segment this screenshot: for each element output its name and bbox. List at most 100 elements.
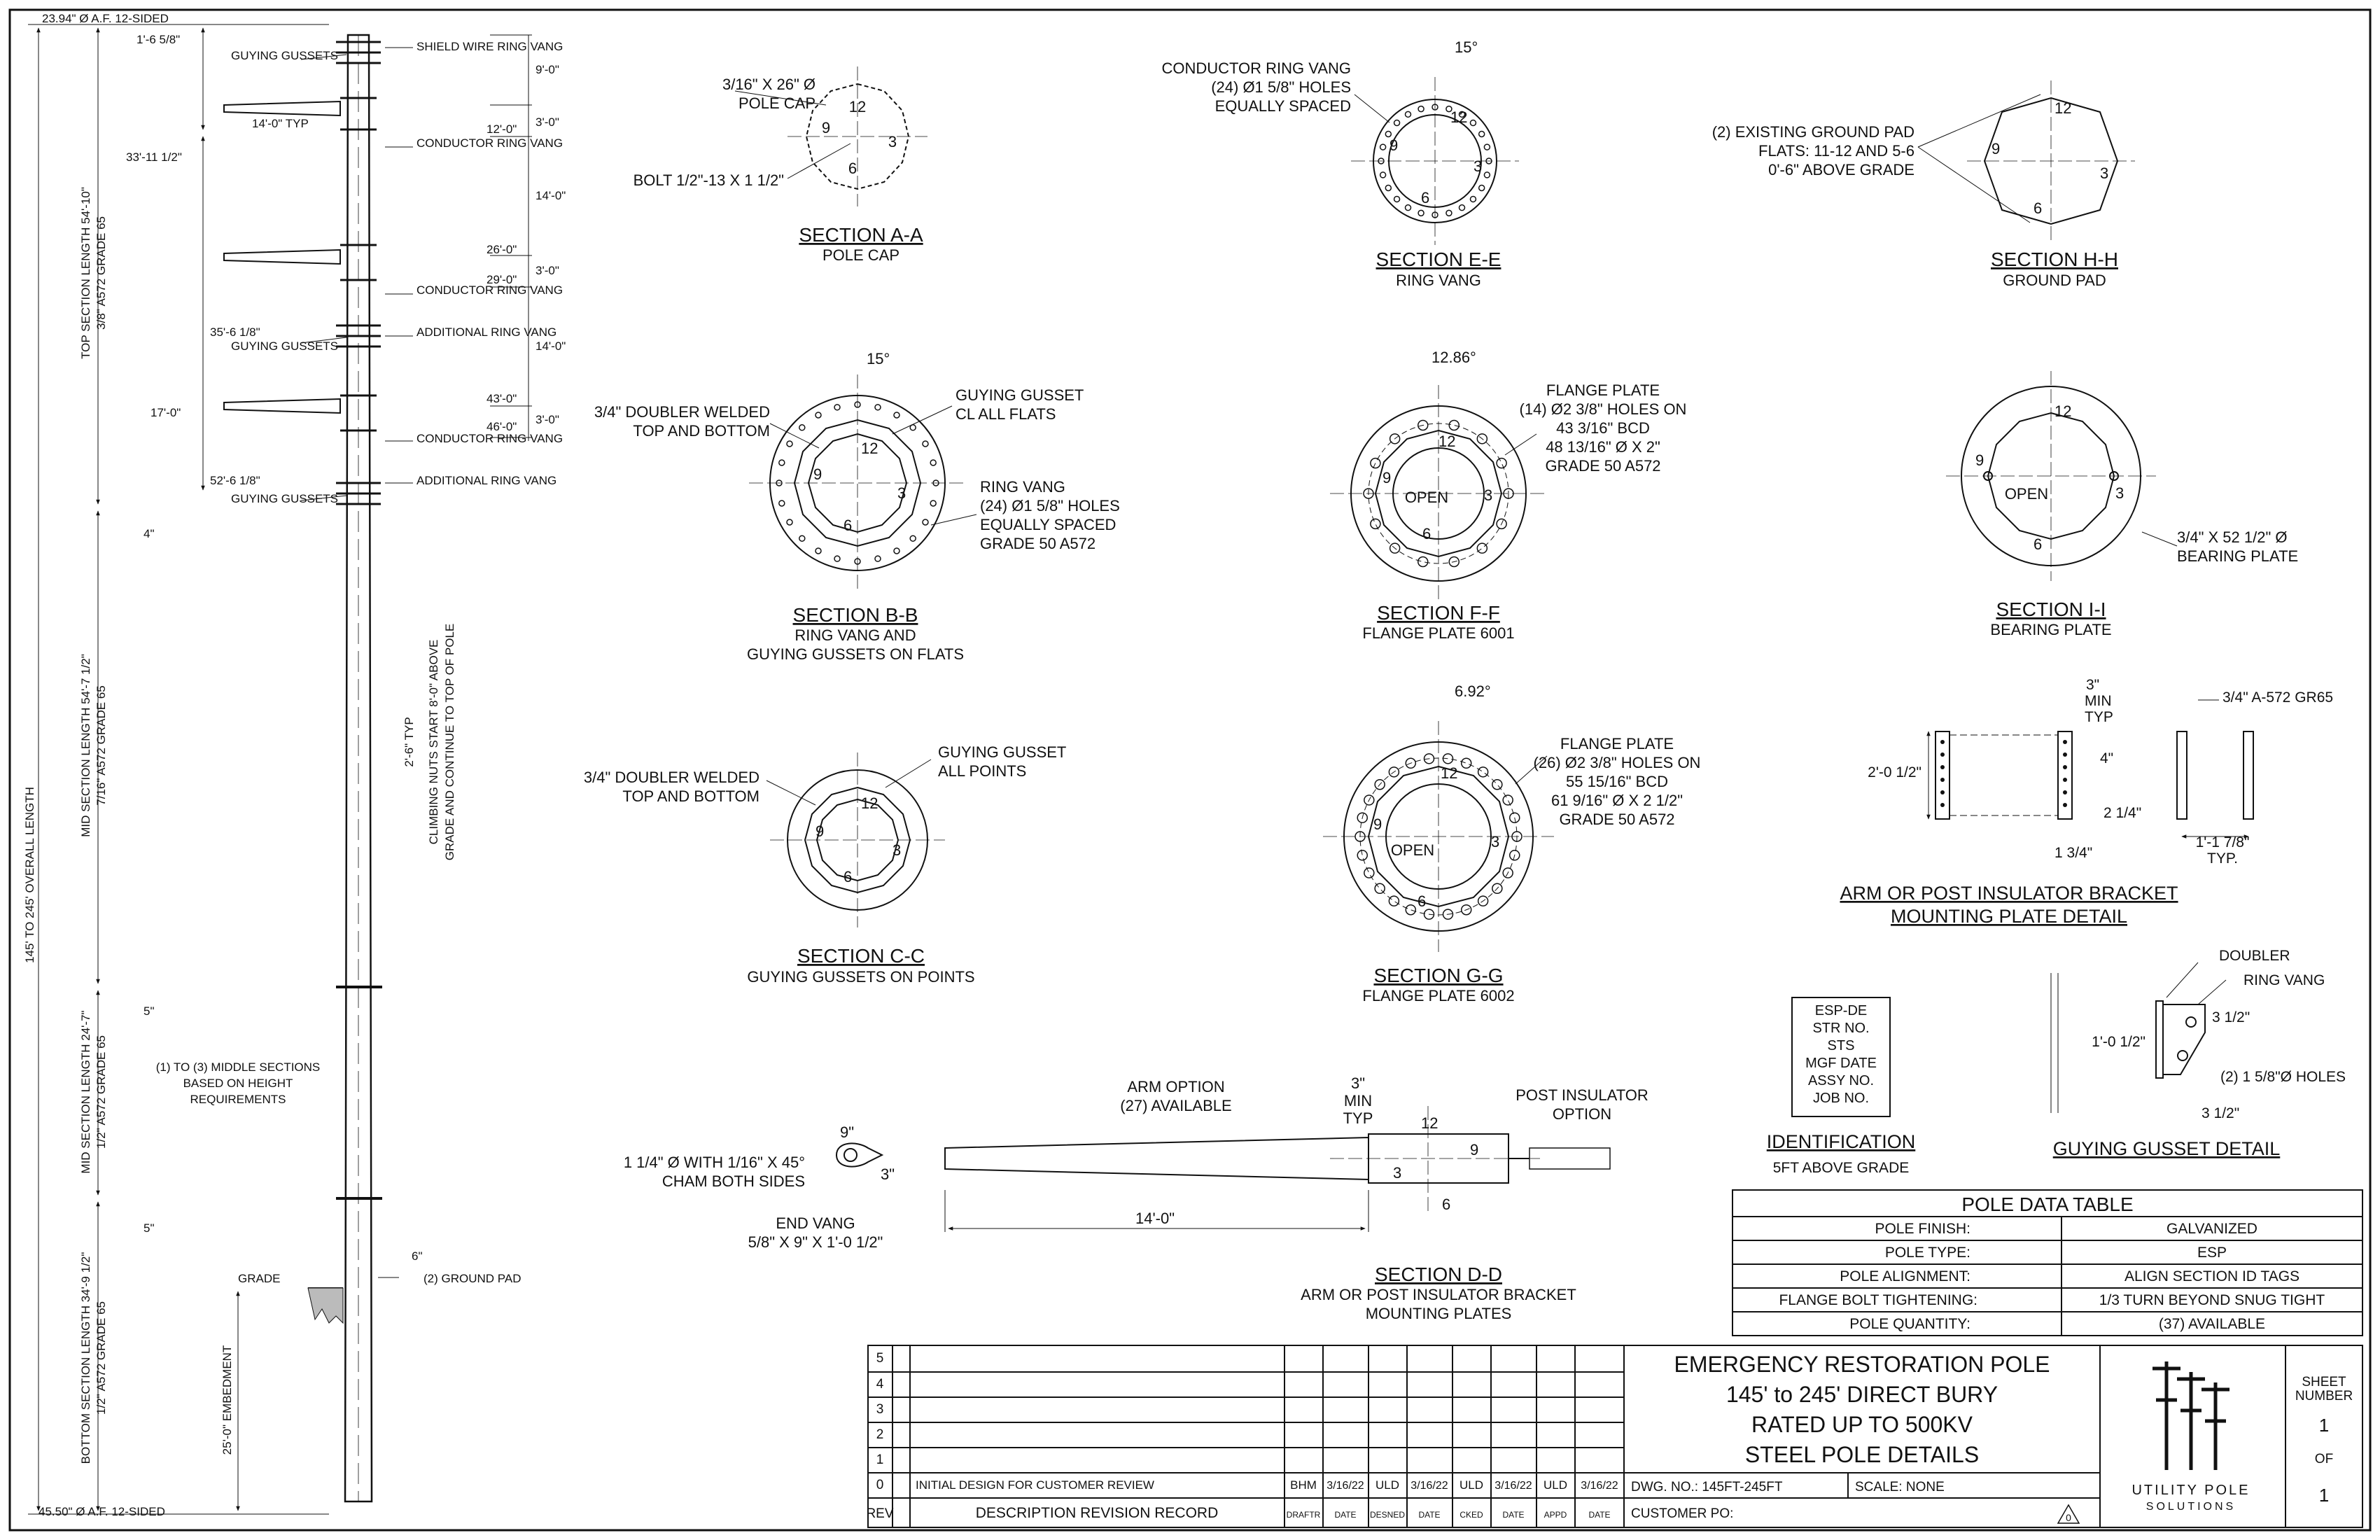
bracket-min-2: MIN [2085, 693, 2112, 709]
sheet-label-2: NUMBER [2295, 1389, 2353, 1404]
ff-hole [1476, 542, 1488, 554]
rev-5: 5 [876, 1351, 884, 1366]
ee-hole [1379, 144, 1387, 150]
footer-draftr: DRAFTR [1287, 1510, 1321, 1520]
pole-row-3-value: ALIGN SECTION ID TAGS [2124, 1268, 2300, 1284]
dim-5a: 5" [144, 1004, 155, 1018]
rev0-cell-2: 3/16/22 [1326, 1480, 1364, 1492]
sheet-label-1: SHEET [2302, 1375, 2346, 1390]
gg-note-3: 55 15/16" BCD [1566, 773, 1668, 790]
middle-note-1: (1) TO (3) MIDDLE SECTIONS [156, 1060, 321, 1074]
bb-clock-12: 12 [861, 440, 878, 457]
rev0-cell-7: ULD [1544, 1478, 1567, 1492]
cc-sub: GUYING GUSSETS ON POINTS [747, 968, 974, 986]
height-46: 46'-0" [486, 420, 517, 433]
gg-hole [1460, 757, 1472, 769]
ee-hole [1469, 195, 1477, 203]
climbing-1: CLIMBING NUTS START 8'-0" ABOVE [427, 640, 440, 845]
ff-open: OPEN [1405, 489, 1448, 506]
pole-row-2-label: POLE TYPE: [1885, 1245, 1970, 1261]
bracket-hole [1940, 765, 1945, 769]
height-35: 35'-6 1/8" [210, 326, 260, 339]
gg-note-4: 61 9/16" Ø X 2 1/2" [1551, 792, 1683, 809]
bracket-d134: 1 3/4" [2054, 845, 2092, 861]
title-line-4: STEEL POLE DETAILS [1745, 1442, 1979, 1467]
right-dim-1: 9'-0" [536, 63, 559, 76]
footer-description: DESCRIPTION REVISION RECORD [976, 1505, 1219, 1521]
dd-title: SECTION D-D [1375, 1264, 1502, 1285]
hh-title: SECTION H-H [1991, 248, 2118, 270]
grade-label: GRADE [238, 1272, 280, 1285]
aa-clock-3: 3 [888, 133, 897, 150]
title-line-1: EMERGENCY RESTORATION POLE [1674, 1352, 2050, 1377]
ff-title: SECTION F-F [1377, 602, 1500, 624]
bb-clock-3: 3 [897, 484, 906, 502]
ground-pad-label: (2) GROUND PAD [424, 1272, 521, 1285]
bb-sub-b: GUYING GUSSETS ON FLATS [747, 645, 964, 663]
cc-clock-9: 9 [816, 822, 824, 840]
dd-clock-3: 3 [1393, 1164, 1401, 1182]
ee-title: SECTION E-E [1376, 248, 1502, 270]
cc-note2-b: ALL POINTS [938, 762, 1026, 780]
ee-hole [1469, 119, 1477, 127]
footer-date1: DATE [1334, 1510, 1356, 1520]
gg-title: SECTION G-G [1373, 965, 1503, 986]
customer-po: CUSTOMER PO: [1631, 1506, 1733, 1521]
dd-min-1: 3" [1351, 1074, 1365, 1092]
ff-hole [1476, 433, 1488, 444]
bb-hole [776, 479, 783, 486]
gg-angle: 6.92° [1455, 682, 1491, 700]
ee-hole [1446, 209, 1452, 217]
dd-arm-1: ARM OPTION [1127, 1078, 1224, 1096]
pole-elevation [28, 24, 532, 1515]
bb-title: SECTION B-B [793, 604, 918, 626]
bracket-hole [2063, 790, 2067, 794]
pole-row-4-value: 1/3 TURN BEYOND SNUG TIGHT [2099, 1292, 2325, 1308]
dd-arm-2: (27) AVAILABLE [1120, 1097, 1231, 1114]
ee-hole [1385, 130, 1392, 138]
rev-0: 0 [876, 1478, 884, 1492]
id-sub: 5FT ABOVE GRADE [1773, 1160, 1910, 1176]
gg-clock-6: 6 [1418, 892, 1426, 910]
ee-hole [1458, 204, 1466, 211]
dim-33: 33'-11 1/2" [126, 150, 182, 164]
sheet-of-number: 1 [2319, 1485, 2329, 1506]
ii-note-2: BEARING PLATE [2177, 547, 2298, 565]
pole-row-5-value: (37) AVAILABLE [2159, 1316, 2265, 1332]
ii-clock-3: 3 [2115, 484, 2124, 502]
sheet-border [8, 8, 2372, 1532]
bracket-d4: 4" [2100, 750, 2113, 766]
ee-hole [1446, 105, 1452, 113]
hh-note-3: 0'-6" ABOVE GRADE [1768, 161, 1914, 178]
id-line-3: STS [1828, 1038, 1855, 1054]
gg-hole [1508, 850, 1520, 861]
ff-hole [1370, 518, 1381, 530]
cc-note2-a: GUYING GUSSET [938, 743, 1066, 761]
bracket-hole [1940, 778, 1945, 782]
section-ee [1351, 77, 1519, 245]
gg-hole [1405, 904, 1417, 916]
ee-clock-12: 12 [1450, 108, 1467, 126]
rev0-cell-5: ULD [1460, 1478, 1483, 1492]
bb-hole [778, 500, 785, 507]
dwg-number: DWG. NO.: 145FT-245FT [1631, 1480, 1783, 1494]
ee-hole [1432, 104, 1438, 111]
logo-sub: SOLUTIONS [2146, 1501, 2236, 1513]
ff-hole [1503, 488, 1514, 499]
ff-hole [1370, 457, 1381, 469]
gusset-ring: RING VANG [2244, 972, 2325, 988]
section-cc [766, 752, 945, 927]
dd-clock-9: 9 [1470, 1141, 1478, 1158]
title-block [867, 1345, 2363, 1528]
aa-note2: BOLT 1/2"-13 X 1 1/2" [634, 172, 784, 189]
bracket-mat: 3/4" A-572 GR65 [2222, 690, 2333, 706]
rev0-cell-6: 3/16/22 [1494, 1480, 1532, 1492]
ff-hole [1389, 542, 1401, 554]
bracket-detail [1926, 699, 2254, 839]
shield-wire: SHIELD WIRE RING VANG [416, 40, 563, 53]
rev-4: 4 [876, 1377, 884, 1392]
bb-hole [874, 404, 881, 411]
top-section-grade: 3/8" A572 GRADE 65 [94, 216, 108, 330]
gg-note-2: (26) Ø2 3/8" HOLES ON [1534, 754, 1701, 771]
rev0-cell-8: 3/16/22 [1581, 1480, 1618, 1492]
